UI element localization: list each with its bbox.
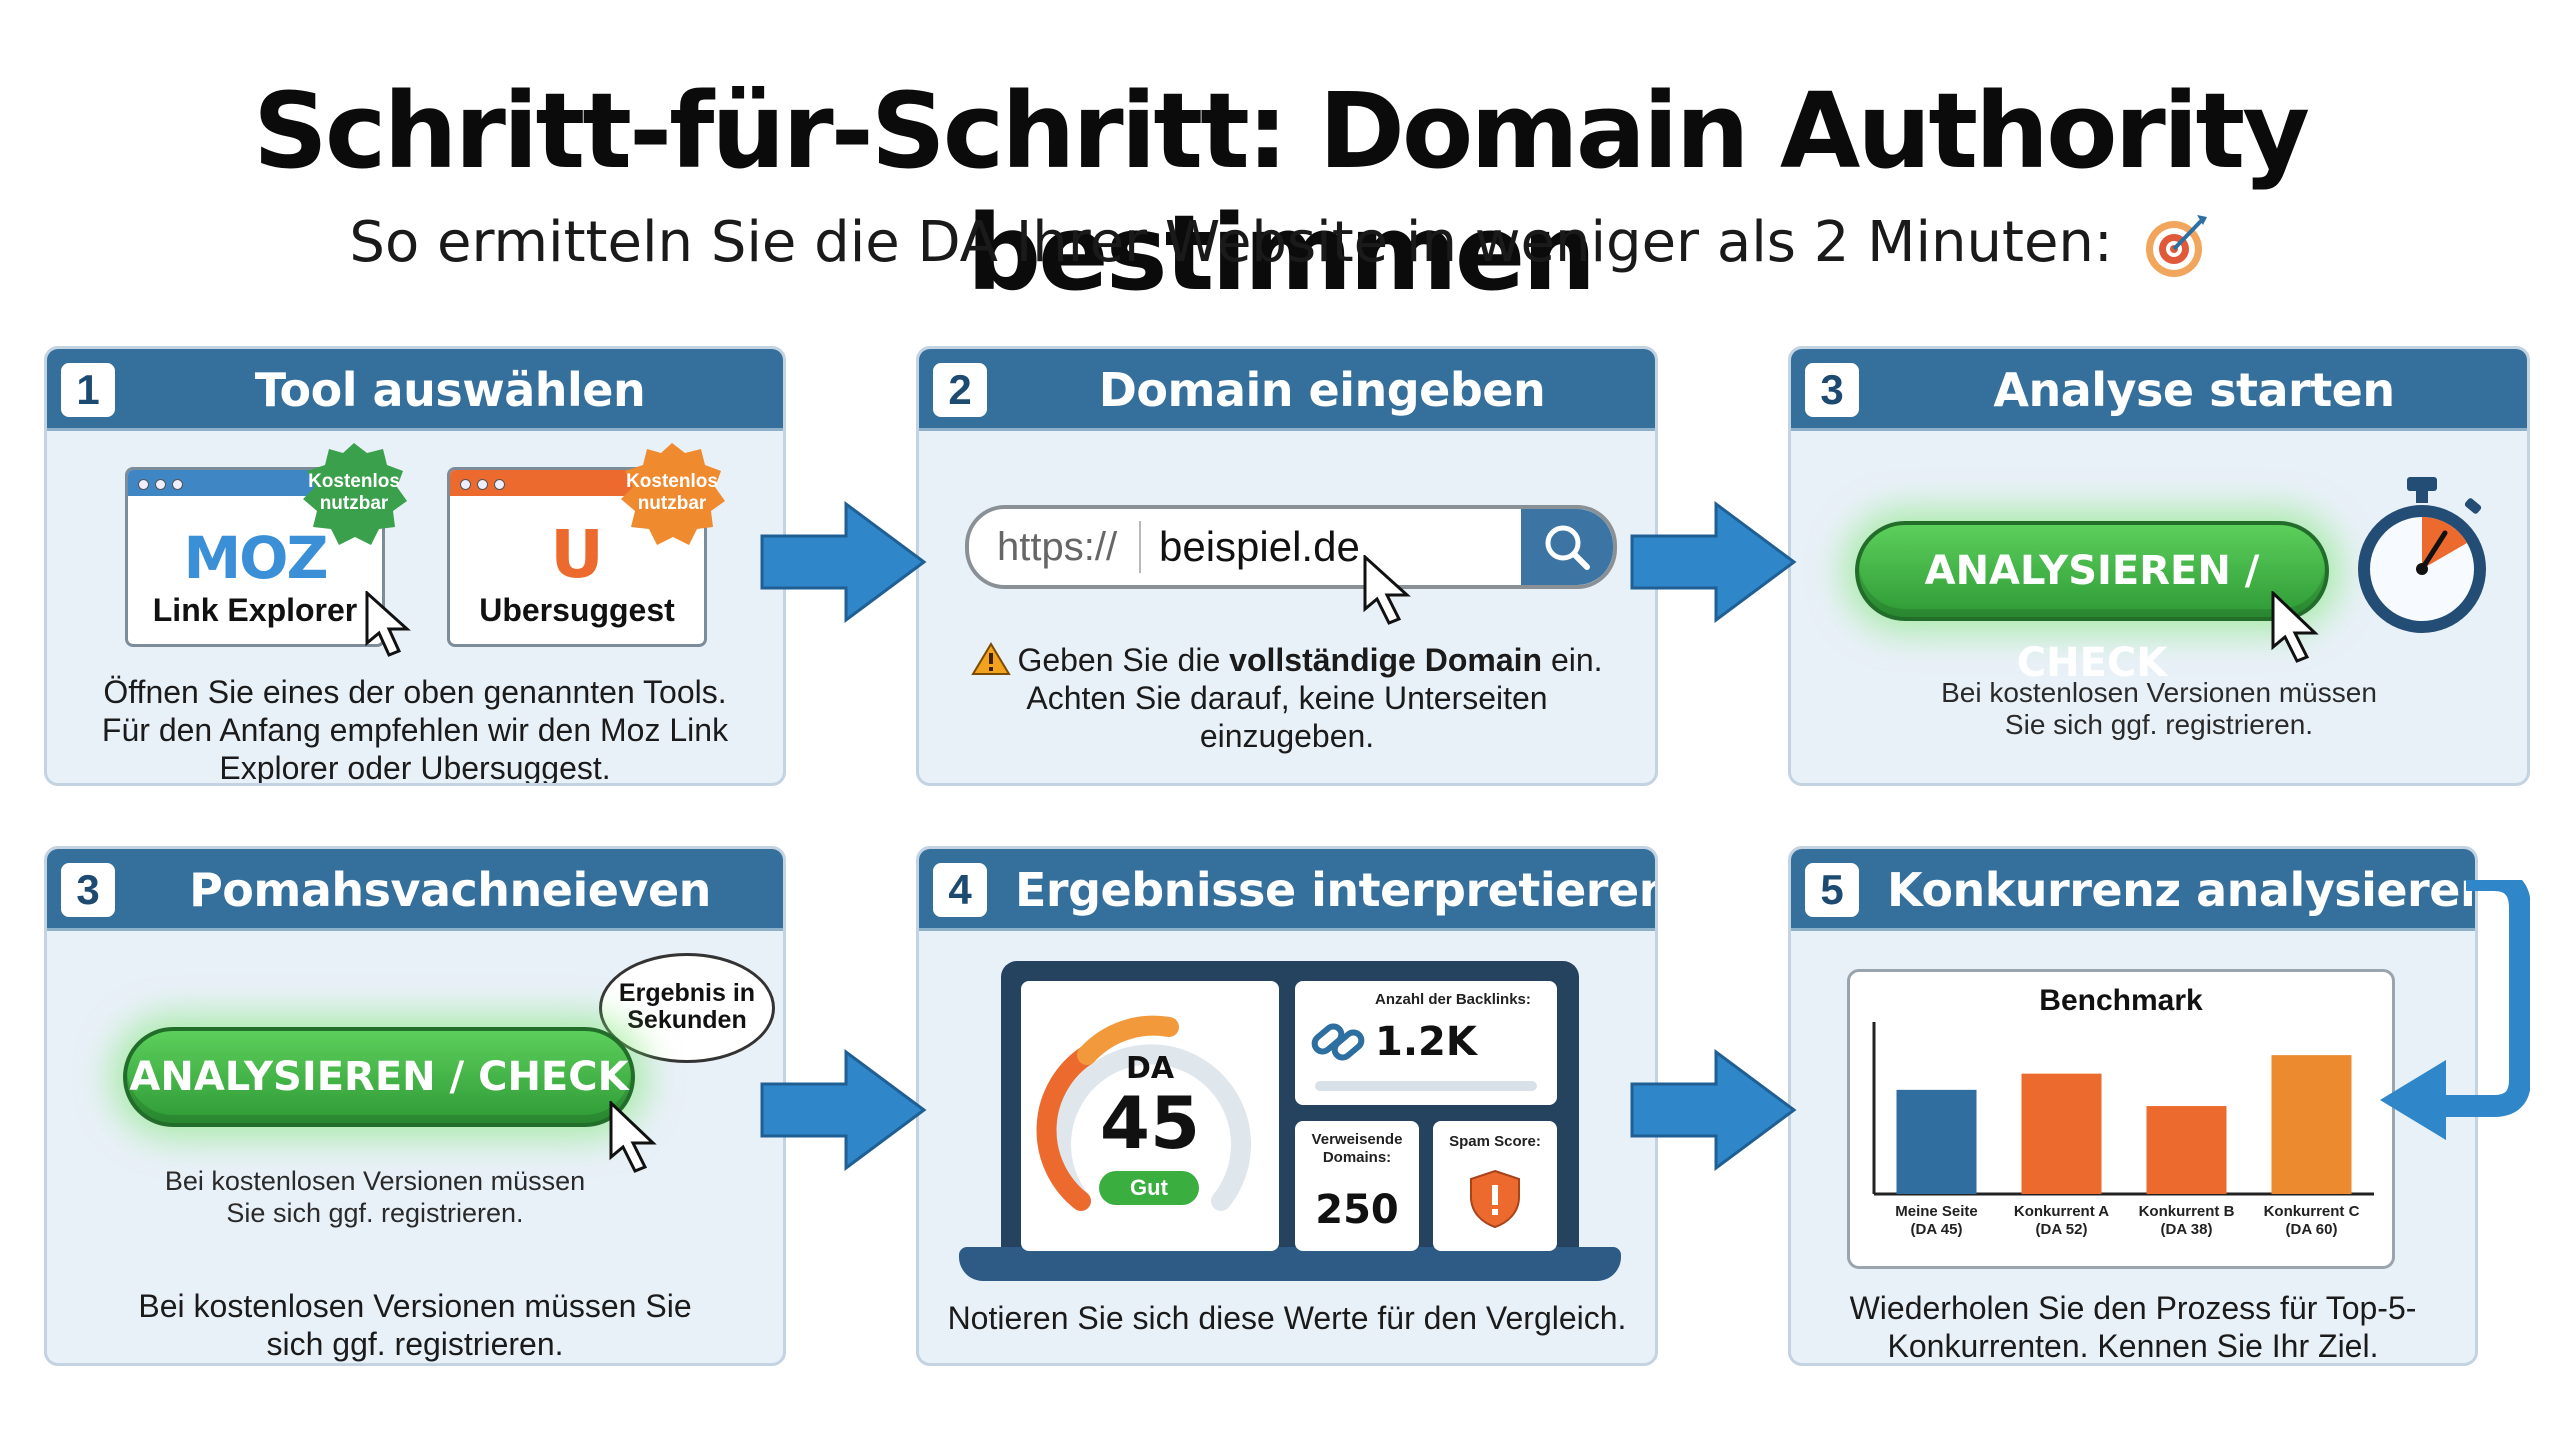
backlinks-label: Anzahl der Backlinks: <box>1375 991 1531 1008</box>
step-number: 2 <box>933 363 987 417</box>
card-description: Wiederholen Sie den Prozess für Top-5- K… <box>1849 1290 2417 1364</box>
da-value: 45 <box>1099 1081 1201 1165</box>
page-title: Schritt-für-Schritt: Domain Authority be… <box>252 70 2310 314</box>
subtitle-text: So ermitteln Sie die DA Ihrer Website in… <box>349 210 2113 275</box>
target-icon <box>2145 214 2207 277</box>
card-header: 4 Ergebnisse interpretieren <box>919 849 1655 931</box>
card-header: 5 Konkurrenz analysieren <box>1791 849 2475 931</box>
ubersuggest-tool-window[interactable]: U Ubersuggest <box>447 467 707 647</box>
result-speech-bubble: Ergebnis in Sekunden <box>599 953 775 1063</box>
chart-bar <box>2021 1073 2102 1194</box>
flow-arrow-3 <box>760 1049 927 1171</box>
url-protocol: https:// <box>997 524 1118 569</box>
step-card-tool: 1 Tool auswählen MOZ Link Explorer Koste… <box>44 346 786 786</box>
domain-warning: Geben Sie die vollständige Domain ein. A… <box>929 641 1645 755</box>
link-icon <box>1311 1023 1365 1061</box>
step-number: 5 <box>1805 863 1859 917</box>
benchmark-chart-svg: Meine Seite(DA 45) Konkurrent A(DA 52) Kon… <box>1872 1022 2374 1238</box>
card-description: Notieren Sie sich diese Werte für den Ve… <box>947 1300 1627 1336</box>
badge-icon <box>303 443 407 545</box>
shield-warning-icon <box>1470 1169 1520 1229</box>
step-card-check: 3 Pomahsvachneieven Ergebnis in Sekunden… <box>44 846 786 1366</box>
warning-icon <box>971 642 1012 675</box>
free-badge-moz: Kostenlos nutzbar <box>299 441 409 551</box>
chart-category-label: Meine Seite <box>1895 1203 1978 1220</box>
tool-label-link-explorer: Link Explorer <box>152 592 358 628</box>
step-card-results: 4 Ergebnisse interpretieren DA 45 Gut An… <box>916 846 1658 1366</box>
moz-logo: MOZ <box>183 524 328 592</box>
search-icon <box>1545 525 1590 570</box>
stopwatch-icon <box>2358 477 2486 633</box>
flow-arrow-1 <box>760 501 927 623</box>
flow-arrow-4 <box>1630 1049 1797 1171</box>
card-header: 2 Domain eingeben <box>919 349 1655 431</box>
badge-icon <box>621 443 725 545</box>
chart-category-sublabel: (DA 52) <box>2036 1221 2088 1238</box>
chart-category-sublabel: (DA 38) <box>2161 1221 2213 1238</box>
step-card-competition: 5 Konkurrenz analysieren Benchmark Meine… <box>1788 846 2478 1366</box>
analyse-check-button[interactable]: ANALYSIEREN / CHECK <box>123 1027 635 1127</box>
card-description-small: Bei kostenlosen Versionen müssen Sie sic… <box>164 1166 586 1228</box>
da-gauge <box>1036 1015 1251 1211</box>
da-score-panel: DA 45 Gut <box>1021 981 1279 1251</box>
card-title: Ergebnisse interpretieren <box>1015 863 1658 917</box>
chart-category-label: Konkurrent B <box>2139 1203 2235 1220</box>
backlinks-value: 1.2K <box>1375 1019 1477 1065</box>
loop-back-arrow <box>2380 880 2530 1140</box>
chart-title: Benchmark <box>2039 984 2203 1017</box>
laptop-base <box>959 1247 1621 1281</box>
card-description: Bei kostenlosen Versionen müssen Sie sic… <box>138 1288 692 1362</box>
step-number: 1 <box>61 363 115 417</box>
analyse-check-button[interactable]: ANALYSIEREN / CHECK <box>1855 521 2329 686</box>
cursor-icon <box>2271 591 2319 663</box>
tool-label-ubersuggest: Ubersuggest <box>479 592 675 628</box>
chart-category-sublabel: (DA 45) <box>1911 1221 1963 1238</box>
chart-category-sublabel: (DA 60) <box>2286 1221 2338 1238</box>
step-card-domain: 2 Domain eingeben https:// beispiel.de G… <box>916 346 1658 786</box>
spam-score-label: Spam Score: <box>1449 1133 1541 1150</box>
da-rating-badge: Gut <box>1099 1171 1199 1205</box>
cursor-icon <box>609 1101 657 1173</box>
search-button[interactable] <box>1521 509 1613 585</box>
step-number: 3 <box>1805 363 1859 417</box>
card-title: Pomahsvachneieven <box>189 863 711 917</box>
card-title: Konkurrenz analysieren <box>1887 863 2478 917</box>
referring-domains-panel: Verweisende Domains: 250 <box>1295 1121 1419 1251</box>
card-title: Analyse starten <box>1993 363 2395 417</box>
chart-bar <box>2271 1055 2352 1194</box>
benchmark-chart: Benchmark Meine Seite(DA 45) Konkurrent A… <box>1847 969 2395 1269</box>
card-header: 3 Pomahsvachneieven <box>47 849 783 931</box>
card-header: 1 Tool auswählen <box>47 349 783 431</box>
card-header: 3 Analyse starten <box>1791 349 2527 431</box>
page-subtitle: So ermitteln Sie die DA Ihrer Website in… <box>0 210 2560 281</box>
backlinks-panel: Anzahl der Backlinks: 1.2K <box>1295 981 1557 1105</box>
card-description: Bei kostenlosen Versionen müssen Sie sic… <box>1941 677 2377 740</box>
url-value: beispiel.de <box>1159 523 1360 570</box>
chart-category-label: Konkurrent C <box>2264 1203 2360 1220</box>
card-title: Domain eingeben <box>1098 363 1546 417</box>
chart-category-label: Konkurrent A <box>2014 1203 2109 1220</box>
chart-bar <box>1896 1089 1977 1194</box>
cursor-icon <box>1363 555 1411 625</box>
cursor-icon <box>365 591 411 657</box>
card-title: Tool auswählen <box>254 363 646 417</box>
da-label: DA <box>1125 1051 1175 1086</box>
domain-url-input[interactable]: https:// beispiel.de <box>965 505 1617 589</box>
spam-score-panel: Spam Score: <box>1433 1121 1557 1251</box>
ubersuggest-logo: U <box>550 516 604 593</box>
step-number: 3 <box>61 863 115 917</box>
referring-domains-value: 250 <box>1315 1187 1399 1233</box>
flow-arrow-2 <box>1630 501 1797 623</box>
step-card-analyse: 3 Analyse starten ANALYSIEREN / CHECK Be… <box>1788 346 2530 786</box>
free-badge-ubersuggest: Kostenlos nutzbar <box>617 441 727 551</box>
step-number: 4 <box>933 863 987 917</box>
card-description: Öffnen Sie eines der oben genannten Tool… <box>101 674 729 786</box>
chart-bar <box>2146 1106 2227 1194</box>
